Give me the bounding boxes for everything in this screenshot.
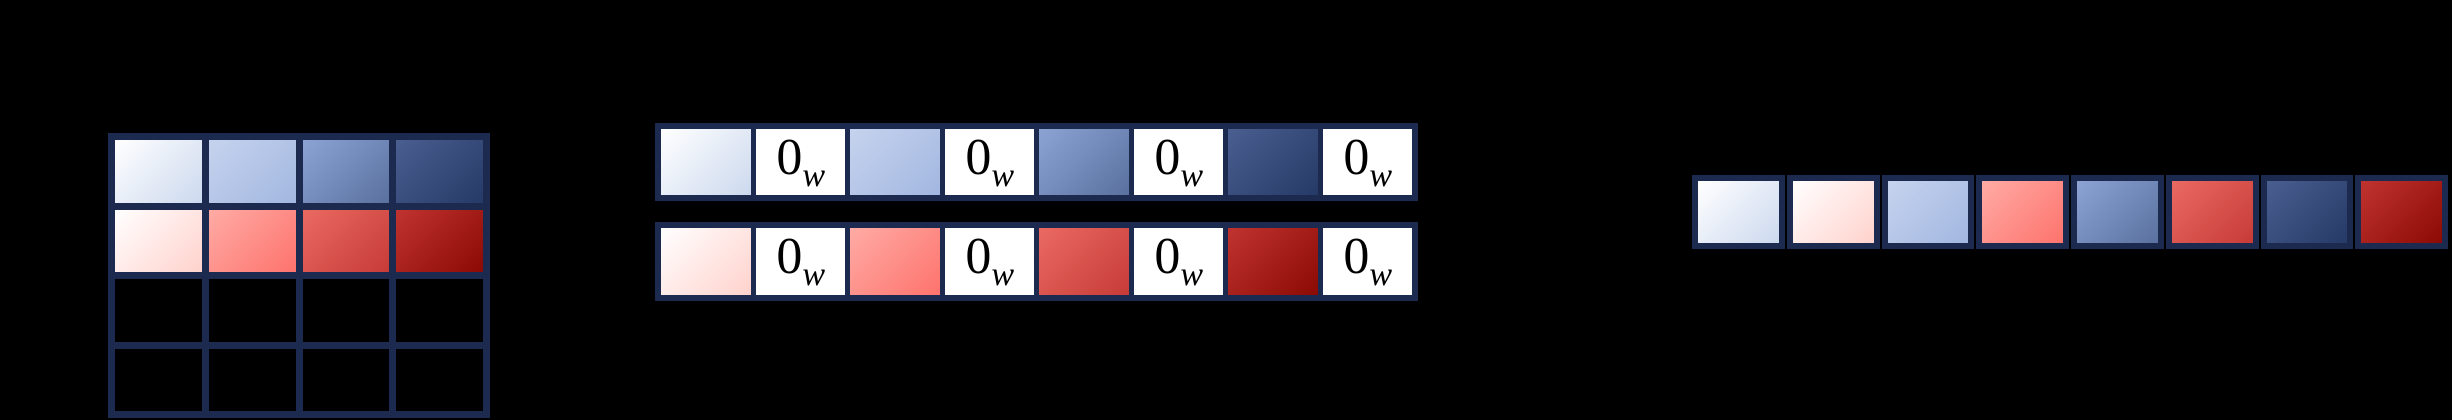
padded-zero-weight-cell: 0w bbox=[1322, 228, 1412, 295]
matrix-cell-red-1 bbox=[115, 209, 202, 272]
interleaved-cell-red-1 bbox=[1786, 175, 1880, 249]
zero-weight-label-subscript: w bbox=[1369, 256, 1392, 293]
zero-weight-label-base: 0 bbox=[1343, 228, 1370, 285]
matrix-cell-empty bbox=[396, 279, 483, 342]
padded-zero-weight-cell: 0w bbox=[1133, 228, 1223, 295]
matrix-cell-empty bbox=[208, 279, 296, 342]
zero-weight-label: 0w bbox=[1154, 228, 1203, 293]
zero-weight-label-subscript: w bbox=[1180, 156, 1203, 194]
zero-weight-label-base: 0 bbox=[776, 128, 803, 186]
interleaved-cell-red-4 bbox=[2355, 175, 2448, 249]
interleaved-cell-red-3 bbox=[2165, 175, 2259, 249]
zero-weight-label: 0w bbox=[776, 228, 825, 293]
matrix-cell-blue-2 bbox=[208, 140, 296, 203]
interleaved-cell-red-2 bbox=[1976, 175, 2069, 249]
padded-zero-weight-cell: 0w bbox=[944, 228, 1034, 295]
matrix-cell-red-4 bbox=[396, 209, 483, 272]
matrix-cell-red-3 bbox=[302, 209, 390, 272]
matrix-cell-empty bbox=[396, 348, 483, 411]
padded-zero-weight-cell: 0w bbox=[755, 228, 845, 295]
zero-weight-label-subscript: w bbox=[991, 256, 1014, 293]
interleaved-cell-blue-1 bbox=[1692, 175, 1785, 249]
matrix-cell-blue-1 bbox=[115, 140, 202, 203]
interleaved-row bbox=[1692, 175, 2448, 249]
zero-weight-label-subscript: w bbox=[991, 156, 1014, 194]
padded-zero-weight-cell: 0w bbox=[944, 128, 1034, 195]
matrix-cell-blue-3 bbox=[302, 140, 390, 203]
zero-weight-label-subscript: w bbox=[802, 256, 825, 293]
zero-weight-label-subscript: w bbox=[1369, 156, 1392, 194]
zero-weight-label-base: 0 bbox=[965, 128, 992, 186]
padded-zero-weight-cell: 0w bbox=[755, 128, 845, 195]
zero-weight-label-base: 0 bbox=[1154, 228, 1181, 285]
padded-cell-red-2 bbox=[850, 228, 940, 295]
padded-cell-red-4 bbox=[1228, 228, 1318, 295]
matrix-cell-empty bbox=[115, 279, 202, 342]
interleaved-cell-blue-2 bbox=[1881, 175, 1975, 249]
zero-weight-label-base: 0 bbox=[1154, 128, 1181, 186]
padded-cell-blue-4 bbox=[1228, 129, 1318, 195]
zero-weight-label-subscript: w bbox=[1180, 256, 1203, 293]
padded-cell-red-1 bbox=[661, 228, 751, 295]
matrix-cell-empty bbox=[208, 348, 296, 411]
zero-weight-label-base: 0 bbox=[1343, 128, 1370, 186]
zero-weight-label: 0w bbox=[1343, 228, 1392, 293]
padded-zero-weight-cell: 0w bbox=[1322, 128, 1412, 195]
padded-cell-blue-1 bbox=[661, 129, 751, 195]
matrix-cell-blue-4 bbox=[396, 140, 483, 203]
interleaved-cell-blue-3 bbox=[2071, 175, 2164, 249]
matrix-cell-empty bbox=[115, 348, 202, 411]
zero-weight-label: 0w bbox=[965, 128, 1014, 194]
interleaved-cell-blue-4 bbox=[2260, 175, 2354, 249]
padded-cell-red-3 bbox=[1039, 228, 1129, 295]
zero-weight-label: 0w bbox=[776, 128, 825, 194]
zero-weight-label: 0w bbox=[1154, 128, 1203, 194]
zero-weight-label: 0w bbox=[1343, 128, 1392, 194]
padded-cell-blue-3 bbox=[1039, 129, 1129, 195]
matrix-cell-red-2 bbox=[208, 209, 296, 272]
matrix-cell-empty bbox=[302, 279, 390, 342]
weight-matrix-grid bbox=[108, 133, 490, 418]
zero-weight-label: 0w bbox=[965, 228, 1014, 293]
zero-weight-label-base: 0 bbox=[776, 228, 803, 285]
zero-weight-label-base: 0 bbox=[965, 228, 992, 285]
padded-zero-weight-cell: 0w bbox=[1133, 128, 1223, 195]
padded-cell-blue-2 bbox=[850, 129, 940, 195]
matrix-cell-empty bbox=[302, 348, 390, 411]
zero-weight-label-subscript: w bbox=[802, 156, 825, 194]
